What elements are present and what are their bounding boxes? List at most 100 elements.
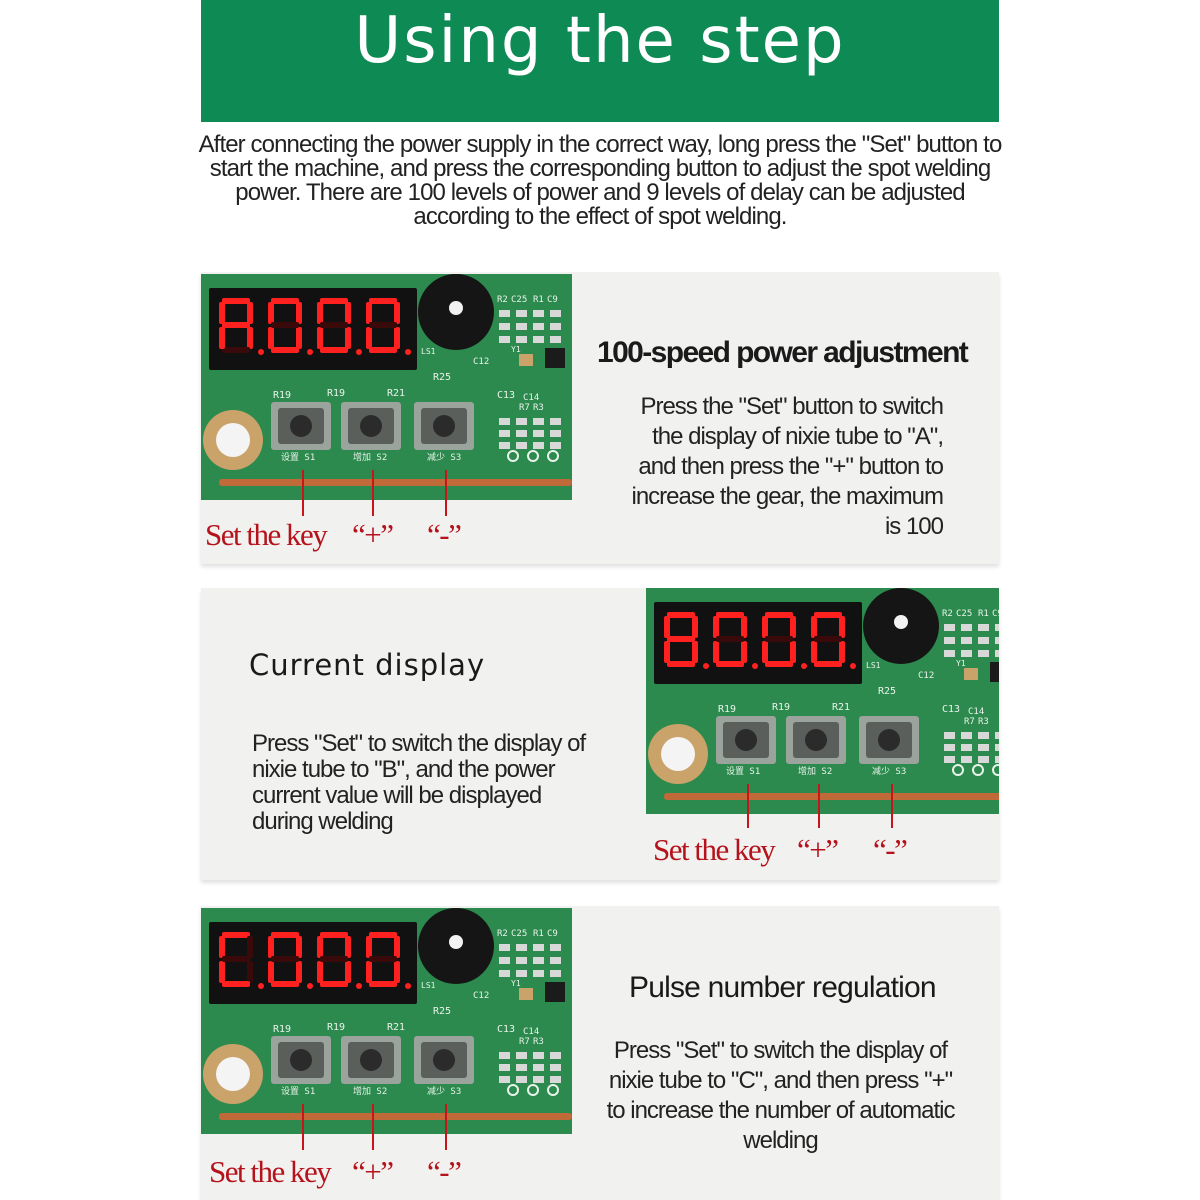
digit-segment [268,936,274,958]
digit-segment [222,981,250,987]
buzzer-hole [449,301,463,315]
silkscreen-label: C9 [547,929,558,939]
smd-component [550,418,561,425]
digit-segment [320,298,348,304]
crystal [519,988,533,1000]
decimal-point [307,349,313,355]
digit-segment [366,961,372,983]
smd-component [533,944,544,951]
silkscreen-label: C14 [968,707,984,717]
digit-segment [814,612,842,618]
digit-segment [268,961,274,983]
digit-segment [369,347,397,353]
digit-segment [790,616,796,638]
silkscreen-label: 减少 S3 [872,765,906,777]
smd-component [499,1052,510,1059]
silkscreen-label: R7 [519,1037,530,1047]
section-description: Press "Set" to switch the display of nix… [606,1037,956,1154]
smd-component [550,442,561,449]
ic-chip [545,348,565,368]
silkscreen-label: R21 [832,702,850,713]
smd-component [533,442,544,449]
decimal-point [850,663,856,669]
smd-component [961,732,972,739]
digit-segment [296,936,302,958]
smd-component [533,957,544,964]
smd-component [516,442,527,449]
silkscreen-label: R19 [718,704,736,715]
smd-component [944,650,955,657]
smd-component [944,732,955,739]
test-pad [507,450,519,462]
display-digit [317,932,362,989]
digit-segment [271,932,299,938]
digit-segment [369,322,397,328]
smd-component [995,637,999,644]
digit-segment [317,936,323,958]
smd-component [516,970,527,977]
smd-component [550,1052,561,1059]
smd-component [499,442,510,449]
tact-switch-cap [433,415,455,437]
smd-component [995,732,999,739]
smd-component [550,1076,561,1083]
digit-segment [394,327,400,349]
smd-component [533,323,544,330]
set-key-label: Set the key [205,517,328,552]
smd-component [499,418,510,425]
buzzer-hole [894,615,908,629]
digit-segment [741,616,747,638]
smd-component [550,944,561,951]
digit-segment [247,327,253,349]
silkscreen-label: R25 [878,686,896,697]
digit-segment [667,636,695,642]
digit-segment [369,932,397,938]
digit-segment [320,347,348,353]
smd-component [961,624,972,631]
decimal-point [258,983,264,989]
digit-segment [247,936,253,958]
silkscreen-label: R1 [978,609,989,619]
silkscreen-label: C12 [473,991,489,1001]
display-digit [366,932,411,989]
digit-segment [369,956,397,962]
display-digit [317,298,362,355]
minus-key-leader-line [891,784,893,828]
set-key-label: Set the key [209,1154,332,1189]
digit-segment [271,981,299,987]
copper-bar [219,479,572,486]
digit-segment [317,302,323,324]
silkscreen-label: R3 [533,1037,544,1047]
smd-component [944,744,955,751]
smd-component [550,323,561,330]
silkscreen-label: R2 [942,609,953,619]
silkscreen-label: R21 [387,1022,405,1033]
smd-component [978,732,989,739]
page-title: Using the step [354,4,846,78]
minus-key-leader-line [445,1104,447,1150]
section-heading: Current display [249,648,486,682]
silkscreen-label: C25 [956,609,972,619]
smd-component [533,418,544,425]
digit-segment [219,327,225,349]
silkscreen-label: C13 [497,390,515,401]
digit-segment [219,936,225,958]
silkscreen-label: R19 [327,388,345,399]
smd-component [995,744,999,751]
digit-segment [713,641,719,663]
smd-component [533,1076,544,1083]
silkscreen-label: R2 [497,295,508,305]
digit-segment [320,932,348,938]
smd-component [995,624,999,631]
terminal-hole [216,1057,250,1091]
digit-segment [811,616,817,638]
digit-segment [790,641,796,663]
page: Using the step After connecting the powe… [199,0,1002,1200]
plus-key-leader-line [372,1104,374,1150]
smd-component [944,637,955,644]
